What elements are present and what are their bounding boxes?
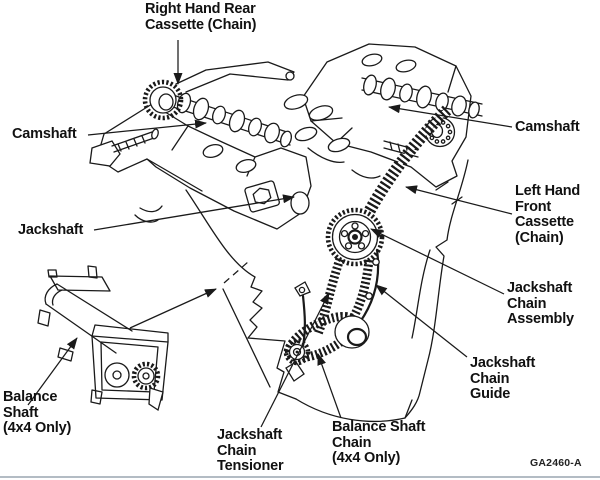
label-balance-shaft: Balance Shaft (4x4 Only)	[3, 389, 72, 436]
bottom-divider-line	[0, 476, 600, 478]
label-jackshaft-chain-guide: Jackshaft Chain Guide	[470, 355, 536, 402]
label-rh-rear-cassette: Right Hand Rear Cassette (Chain)	[145, 1, 257, 33]
label-lh-front-cassette: Left Hand Front Cassette (Chain)	[515, 183, 581, 246]
jackshaft-front-boss	[334, 315, 370, 349]
label-jackshaft: Jackshaft	[18, 222, 84, 238]
left-cylinder-head	[89, 61, 312, 230]
arrow-position-dashed-extension	[223, 261, 249, 284]
label-camshaft-left: Camshaft	[12, 126, 77, 142]
arrow-camshaft-left	[87, 119, 207, 136]
jackshaft-sprocket	[325, 207, 385, 267]
arrow-jackshaft-chain-tensioner	[260, 292, 330, 428]
balance-shaft-assembly	[37, 265, 169, 412]
lh-front-cassette-chain	[363, 105, 452, 215]
jackshaft-journal	[290, 191, 310, 215]
arrow-balance-shaft	[27, 337, 78, 406]
label-camshaft-right: Camshaft	[515, 119, 580, 135]
right-cylinder-head	[283, 43, 483, 188]
arrow-lh-front-cassette	[405, 185, 513, 215]
figure-reference-code: GA2460-A	[530, 457, 582, 469]
label-balance-shaft-chain: Balance Shaft Chain (4x4 Only)	[332, 419, 426, 466]
arrow-balance-shaft-position	[129, 288, 217, 329]
arrow-balance-shaft-chain	[317, 353, 342, 419]
arrow-jackshaft-chain-assembly	[370, 228, 505, 295]
label-jackshaft-chain-assembly: Jackshaft Chain Assembly	[507, 280, 574, 327]
label-jackshaft-chain-tensioner: Jackshaft Chain Tensioner	[217, 427, 284, 474]
leader-arrows	[27, 40, 513, 428]
arrow-jackshaft	[93, 194, 295, 231]
jackshaft-chain-guide-rail	[358, 248, 380, 324]
rh-rear-cassette-sprocket	[142, 79, 184, 121]
head-bolt	[89, 128, 159, 167]
arrow-jackshaft-chain-guide	[375, 284, 468, 358]
arrow-camshaft-right	[388, 104, 513, 128]
